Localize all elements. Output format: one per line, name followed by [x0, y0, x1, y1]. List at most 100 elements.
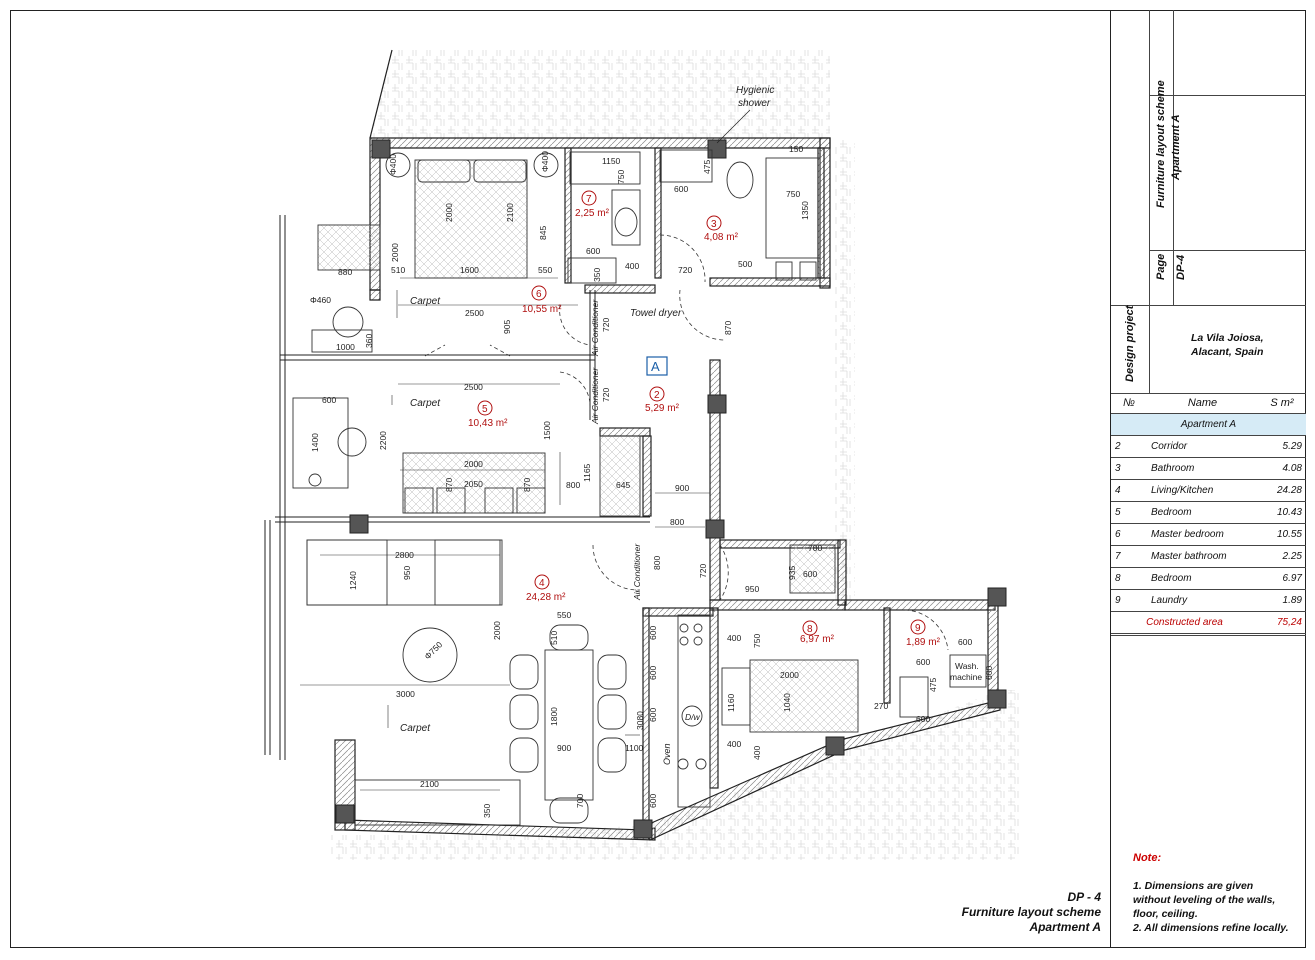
- dim-text: 400: [752, 746, 762, 760]
- dim-text: 600: [648, 794, 658, 808]
- title-block-title-1: Furniture layout scheme: [1155, 80, 1167, 208]
- dim-text: 2000: [390, 243, 400, 262]
- dim-text: 2800: [395, 550, 414, 560]
- furniture: [292, 149, 987, 826]
- dim-text: 2000: [444, 203, 454, 222]
- dim-text: 950: [745, 584, 759, 594]
- dim-text: 2000: [780, 670, 799, 680]
- dim-text: 905: [502, 320, 512, 334]
- page-label: Page: [1155, 253, 1167, 280]
- dim-text: 870: [522, 478, 532, 492]
- columns: [335, 139, 1007, 839]
- dim-text: 550: [557, 610, 571, 620]
- dim-text: 800: [670, 517, 684, 527]
- door-swings: [424, 234, 949, 651]
- svg-text:24,28 m²: 24,28 m²: [526, 592, 566, 603]
- dim-text: 2500: [465, 308, 484, 318]
- page-value: DP-4: [1175, 254, 1187, 280]
- location-line-2: Alacant, Spain: [1191, 346, 1264, 358]
- dim-text: 3080: [635, 711, 645, 730]
- dim-text: 1165: [582, 463, 592, 482]
- dim-text: Φ750: [422, 639, 444, 661]
- dim-text: Φ400: [540, 151, 550, 172]
- dim-text: 2000: [492, 621, 502, 640]
- dim-text: 400: [727, 739, 741, 749]
- room-labels: 610,55 m² 72,25 m² 34,08 m² 25,29 m² 510…: [468, 190, 941, 648]
- dim-text: 1600: [460, 265, 479, 275]
- room-label-3: 34,08 m²: [704, 215, 739, 243]
- dim-text: 900: [557, 743, 571, 753]
- dim-text: 600: [916, 657, 930, 667]
- svg-text:7: 7: [586, 194, 592, 205]
- hygienic-label-2: shower: [738, 98, 771, 109]
- dim-text: 475: [928, 678, 938, 692]
- dim-text: 1040: [782, 693, 792, 712]
- dim-text: 870: [444, 478, 454, 492]
- dim-text: 2000: [464, 459, 483, 469]
- dim-text: 1350: [800, 201, 810, 220]
- dim-text: 350: [482, 804, 492, 818]
- svg-text:2: 2: [654, 390, 660, 401]
- dim-text: 500: [738, 259, 752, 269]
- room-label-6: 610,55 m²: [522, 285, 562, 315]
- dim-text: 400: [727, 633, 741, 643]
- dim-text: 600: [648, 626, 658, 640]
- plan-labels: Hygienic shower Towel dryer Carpet Carpe…: [400, 85, 982, 765]
- dim-text: 1160: [726, 693, 736, 712]
- title-block-title-2: Apartment A: [1170, 114, 1182, 180]
- svg-text:8: 8: [807, 624, 813, 635]
- dim-text: 1500: [542, 421, 552, 440]
- room-label-2: 2 5,29 m²: [645, 386, 680, 414]
- dim-text: 700: [575, 794, 585, 808]
- dim-text: 1000: [336, 342, 355, 352]
- sheet-title: Furniture layout scheme: [961, 905, 1101, 919]
- air-conditioner-label-3: Air Conditioner: [632, 543, 642, 601]
- carpet-label-2: Carpet: [410, 398, 441, 409]
- svg-text:A: A: [651, 359, 660, 374]
- dim-text: 3000: [396, 689, 415, 699]
- dim-text: Φ400: [388, 154, 398, 175]
- note-title: Note:: [1133, 852, 1162, 864]
- hygienic-label-1: Hygienic: [736, 85, 774, 96]
- dim-text: 900: [675, 483, 689, 493]
- dim-text: 270: [874, 701, 888, 711]
- wash-label-2: machine: [950, 672, 982, 682]
- col-num: №: [1111, 393, 1147, 414]
- air-conditioner-label-1: Air Conditioner: [590, 299, 600, 357]
- note-line-3: floor, ceiling.: [1133, 908, 1198, 920]
- dim-text: 350: [592, 268, 602, 282]
- dim-text: 2500: [464, 382, 483, 392]
- dim-text: 510: [549, 631, 559, 645]
- dim-text: 700: [808, 543, 822, 553]
- dim-text: 750: [616, 170, 626, 184]
- dim-text: 1400: [310, 433, 320, 452]
- dim-text: 600: [803, 569, 817, 579]
- carpet-label-1: Carpet: [410, 296, 441, 307]
- dim-text: 600: [586, 246, 600, 256]
- dim-text: 2100: [505, 203, 515, 222]
- dim-text: 600: [648, 666, 658, 680]
- towel-dryer-label: Towel dryer: [630, 308, 682, 319]
- sheet-code: DP - 4: [1067, 890, 1101, 904]
- room-label-8: 86,97 m²: [800, 620, 835, 645]
- svg-text:3: 3: [711, 219, 717, 230]
- carpet-label-3: Carpet: [400, 723, 431, 734]
- room-label-4: 424,28 m²: [526, 574, 566, 603]
- dimension-lines: [300, 277, 710, 791]
- svg-text:5,29 m²: 5,29 m²: [645, 403, 680, 414]
- col-name: Name: [1147, 393, 1258, 414]
- dim-text: 360: [364, 334, 374, 348]
- dim-text: 750: [786, 189, 800, 199]
- dim-text: 800: [652, 556, 662, 570]
- dim-text: 600: [958, 637, 972, 647]
- dim-text: 750: [752, 634, 762, 648]
